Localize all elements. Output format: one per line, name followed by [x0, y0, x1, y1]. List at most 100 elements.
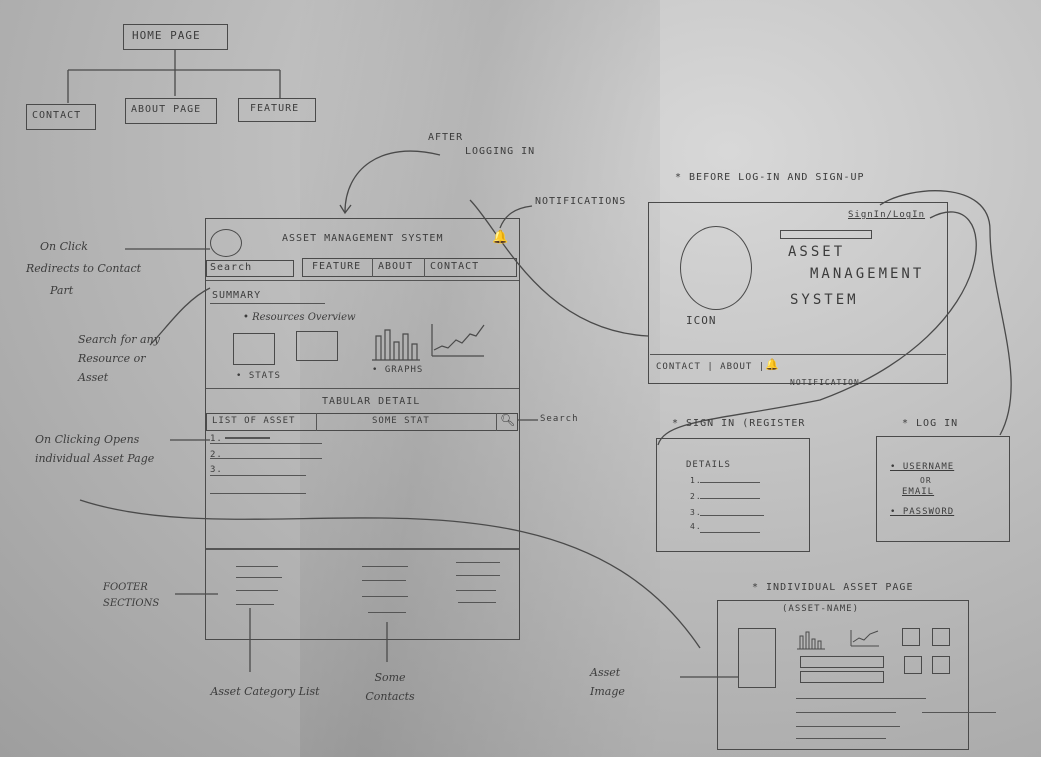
- after-login-arrow: [344, 150, 441, 213]
- table-row[interactable]: 3.: [210, 465, 223, 475]
- asset-detail-field: [800, 671, 884, 683]
- line-graph-icon: [431, 324, 485, 357]
- nav-bar: [302, 258, 517, 277]
- table-divider: [316, 413, 317, 431]
- table-row[interactable]: 1.: [210, 434, 223, 444]
- footer-rule: [206, 548, 519, 550]
- stat-card: [296, 331, 338, 361]
- search-annotation: Search: [540, 414, 579, 424]
- nav-about[interactable]: ABOUT: [378, 261, 414, 272]
- footer-line: [236, 566, 278, 567]
- asset-name-label: (ASSET-NAME): [782, 604, 860, 614]
- sitemap-about-node: [125, 98, 217, 124]
- footer-line: [236, 577, 282, 578]
- bell-icon[interactable]: 🔔: [765, 358, 779, 371]
- asset-bar-graph-icon: [797, 631, 825, 650]
- landing-footer-rule: [650, 354, 946, 355]
- redirects-label-2: Part: [50, 284, 74, 297]
- stats-label: • STATS: [236, 371, 281, 381]
- table-search-icon[interactable]: 🔍︎: [500, 413, 516, 427]
- some-stat-header: SOME STAT: [372, 416, 430, 426]
- nav-feature[interactable]: FEATURE: [312, 261, 362, 272]
- register-field-line: [700, 532, 760, 533]
- asset-image-annotation: Asset Image: [590, 666, 625, 698]
- after-login-label: AFTER: [428, 132, 464, 143]
- summary-underline: [210, 303, 325, 304]
- table-row-line: [210, 458, 322, 459]
- landing-frame: [648, 202, 948, 384]
- list-of-asset-header: LIST OF ASSET: [212, 416, 296, 426]
- asset-page-frame: [717, 600, 969, 750]
- asset-text-line: [796, 738, 886, 739]
- asset-detail-field: [800, 656, 884, 668]
- landing-footer-links[interactable]: CONTACT | ABOUT |: [656, 362, 766, 372]
- register-row[interactable]: 1.: [690, 476, 702, 485]
- notifications-label: NOTIFICATIONS: [535, 196, 627, 207]
- footer-line: [458, 602, 496, 603]
- search-input[interactable]: [206, 260, 294, 277]
- register-frame: [656, 438, 810, 552]
- asset-text-line: [796, 698, 926, 699]
- login-or: OR: [920, 476, 932, 485]
- login-password[interactable]: • PASSWORD: [890, 507, 955, 517]
- after-login-arrowhead: [339, 204, 352, 215]
- asset-text-line: [922, 712, 996, 713]
- search-input-label: Search: [210, 262, 253, 273]
- asset-text-line: [796, 712, 896, 713]
- nav-contact[interactable]: CONTACT: [430, 261, 480, 272]
- footer-line: [236, 604, 274, 605]
- tabular-rule-top: [206, 388, 519, 389]
- dashboard-logo-circle[interactable]: [210, 229, 242, 257]
- register-field-line: [700, 515, 764, 516]
- sitemap-home-label: HOME PAGE: [132, 29, 201, 42]
- login-heading: * LOG IN: [902, 418, 959, 429]
- table-row[interactable]: 2.: [210, 450, 223, 460]
- login-email[interactable]: EMAIL: [902, 487, 935, 497]
- asset-page-heading: * INDIVIDUAL ASSET PAGE: [752, 582, 914, 593]
- register-row[interactable]: 2.: [690, 492, 702, 501]
- footer-line: [236, 590, 278, 591]
- signin-link[interactable]: SignIn/LogIn: [848, 210, 926, 220]
- some-contacts-annotation: Some Contacts: [365, 671, 415, 703]
- landing-title-bar: [780, 230, 872, 239]
- landing-title-line-1: ASSET: [788, 244, 846, 260]
- landing-notification-label: NOTIFICATION: [790, 378, 860, 387]
- register-field-line: [700, 498, 760, 499]
- summary-heading: SUMMARY: [212, 290, 262, 301]
- header-rule: [206, 280, 519, 281]
- footer-line: [362, 596, 408, 597]
- asset-text-line: [796, 726, 900, 727]
- table-header: [206, 413, 518, 431]
- landing-title-line-2: MANAGEMENT: [810, 266, 925, 282]
- landing-icon-label: ICON: [686, 314, 717, 327]
- table-row-line: [210, 475, 306, 476]
- table-row-line: [225, 437, 270, 439]
- table-row-line: [210, 493, 306, 494]
- register-field-line: [700, 482, 760, 483]
- footer-line: [362, 566, 408, 567]
- asset-tile: [902, 628, 920, 646]
- redirects-label: Redirects to Contact: [26, 262, 142, 275]
- resources-overview-label: • Resources Overview: [243, 312, 356, 323]
- register-details-label: DETAILS: [686, 460, 731, 470]
- footer-line: [456, 562, 500, 563]
- register-row[interactable]: 4.: [690, 522, 702, 531]
- asset-tile: [904, 656, 922, 674]
- graphs-label: • GRAPHS: [372, 365, 424, 375]
- dashboard-title: ASSET MANAGEMENT SYSTEM: [282, 233, 444, 244]
- table-divider: [496, 413, 497, 431]
- asset-image-box: [738, 628, 776, 688]
- bar-graph-icon: [372, 329, 420, 361]
- sitemap-contact-node: [26, 104, 96, 130]
- sitemap-feature-node: [238, 98, 316, 122]
- register-heading: * SIGN IN (REGISTER: [672, 418, 806, 429]
- login-username[interactable]: • USERNAME: [890, 462, 955, 472]
- register-row[interactable]: 3.: [690, 508, 702, 517]
- asset-line-graph-icon: [850, 630, 879, 647]
- bell-icon[interactable]: 🔔: [492, 230, 509, 245]
- login-frame: [876, 436, 1010, 542]
- nav-divider: [424, 258, 425, 277]
- nav-divider: [372, 258, 373, 277]
- asset-category-annotation: Asset Category List: [210, 685, 320, 698]
- asset-tile: [932, 656, 950, 674]
